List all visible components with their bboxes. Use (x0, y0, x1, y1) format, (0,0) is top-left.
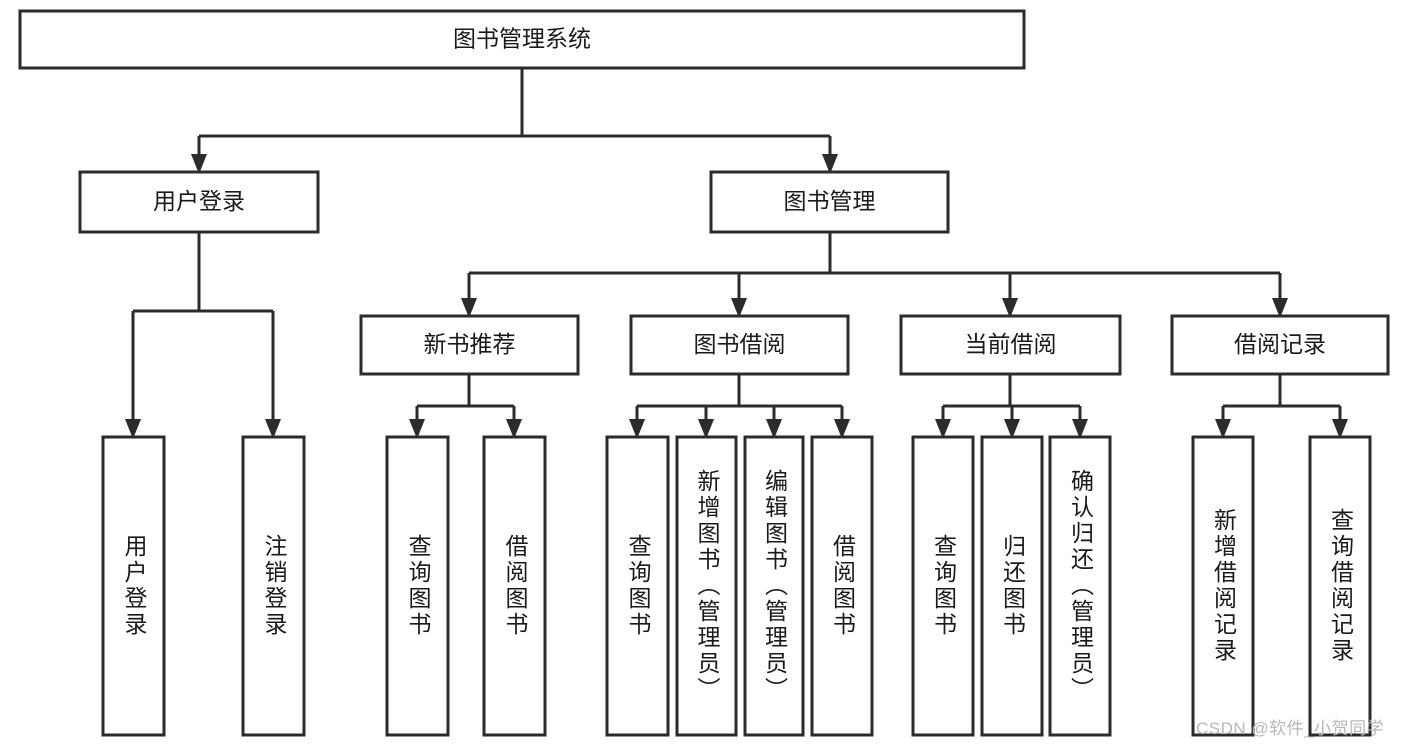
arrow-borrow (731, 298, 747, 318)
arrow-book-mgmt (822, 154, 838, 174)
arrow-user-login (191, 154, 207, 174)
arrow-leaf-b-3 (766, 419, 782, 439)
node-leaf-10[interactable] (1048, 435, 1112, 737)
node-leaf-4[interactable] (605, 435, 670, 737)
node-level3-label-3: 借阅记录 (1234, 331, 1326, 357)
node-level2-label-1: 图书管理 (784, 188, 876, 214)
node-level3-3[interactable] (1170, 314, 1390, 376)
node-leaf-0[interactable] (101, 435, 166, 737)
node-level2-0[interactable] (78, 170, 320, 234)
arrow-current (1002, 298, 1018, 318)
arrow-leaf-c-1 (935, 419, 951, 439)
arrow-leaf-user-login (125, 419, 141, 439)
node-layer (18, 9, 1390, 737)
node-leaf-9[interactable] (980, 435, 1044, 737)
node-root-label: 图书管理系统 (453, 26, 591, 52)
watermark-credit: CSDN @软件_小贺同学 (1196, 719, 1385, 738)
node-leaf-1[interactable] (241, 435, 306, 737)
node-level3-0[interactable] (359, 314, 580, 376)
node-leaf-12[interactable] (1308, 435, 1372, 737)
arrow-leaf-nb-1 (409, 419, 425, 439)
node-level3-2[interactable] (899, 314, 1122, 376)
node-level3-label-2: 当前借阅 (965, 331, 1057, 357)
node-level2-label-0: 用户登录 (153, 188, 245, 214)
arrow-leaf-c-3 (1072, 419, 1088, 439)
arrow-leaf-r-1 (1215, 419, 1231, 439)
arrow-leaf-logout (265, 419, 281, 439)
node-level2-1[interactable] (709, 170, 950, 234)
arrow-leaf-r-2 (1332, 419, 1348, 439)
arrow-leaf-c-2 (1004, 419, 1020, 439)
arrow-leaf-nb-2 (506, 419, 522, 439)
node-level3-label-1: 图书借阅 (694, 331, 786, 357)
arrow-new-book (461, 298, 477, 318)
node-leaf-5[interactable] (675, 435, 738, 737)
node-leaf-2[interactable] (385, 435, 450, 737)
arrow-record (1272, 298, 1288, 318)
node-level3-label-0: 新书推荐 (424, 331, 516, 357)
node-leaf-8[interactable] (911, 435, 975, 737)
arrow-leaf-b-1 (629, 419, 645, 439)
node-leaf-3[interactable] (482, 435, 547, 737)
arrow-leaf-b-2 (698, 419, 714, 439)
node-leaf-7[interactable] (810, 435, 874, 737)
node-leaf-11[interactable] (1191, 435, 1255, 737)
arrow-leaf-b-4 (834, 419, 850, 439)
arrowhead-layer (125, 154, 1348, 439)
node-root[interactable] (18, 9, 1026, 70)
node-level3-1[interactable] (629, 314, 850, 376)
node-leaf-6[interactable] (743, 435, 805, 737)
